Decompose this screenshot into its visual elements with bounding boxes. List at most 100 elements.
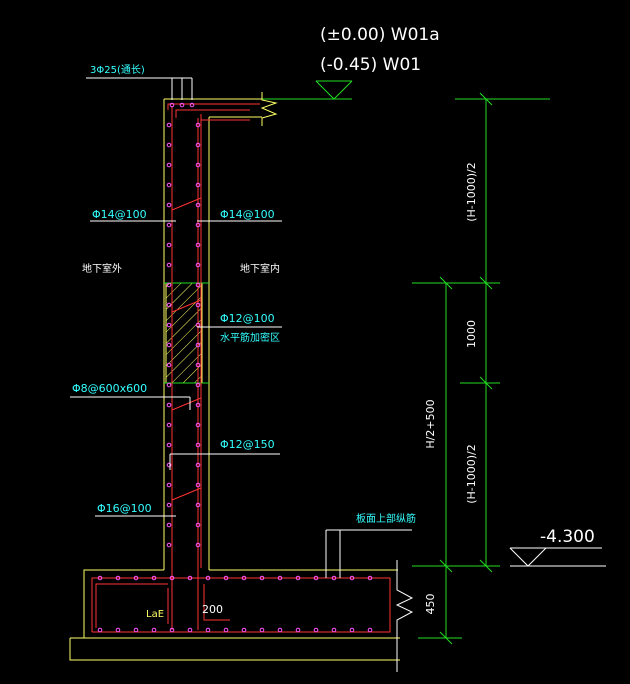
label-reinforce-zone: 水平筋加密区: [220, 331, 280, 344]
label-inner-mid: Φ12@100: [220, 312, 275, 325]
rebar-dot: [195, 222, 201, 228]
rebar-dot: [97, 575, 103, 581]
rebar-dot: [331, 575, 337, 581]
rebar-dot: [277, 627, 283, 633]
label-inner-upper: Φ14@100: [220, 208, 275, 221]
rebar-dot: [195, 342, 201, 348]
label-top-bars: 3Φ25(通长): [90, 64, 145, 76]
rebar-dot: [277, 575, 283, 581]
rebar-dot: [259, 627, 265, 633]
rebar-dot: [115, 575, 121, 581]
rebar-dot: [195, 442, 201, 448]
rebar-dot: [166, 442, 172, 448]
rebar-dot: [295, 575, 301, 581]
rebar-dot: [166, 162, 172, 168]
rebar-dot: [195, 402, 201, 408]
rebar-dot: [169, 627, 175, 633]
rebar-dot: [349, 575, 355, 581]
rebar-dot: [195, 462, 201, 468]
rebar-dot: [166, 282, 172, 288]
rebar-dot: [195, 362, 201, 368]
rebar-dot: [195, 242, 201, 248]
leader-lines: [70, 77, 412, 578]
rebar-dot: [166, 322, 172, 328]
label-outer-lower: Φ16@100: [97, 502, 152, 515]
rebar-dot: [195, 502, 201, 508]
rebar-dot: [151, 575, 157, 581]
dim-lower: (H-1000)/2: [465, 444, 478, 504]
concrete-outline: [69, 92, 400, 661]
rebar-dot: [115, 627, 121, 633]
rebar-dot: [187, 627, 193, 633]
reinforce-zone-hatch: [165, 282, 203, 384]
rebar-dot: [166, 462, 172, 468]
rebar-dot: [166, 362, 172, 368]
elevation-label-top-1: (±0.00) W01a: [320, 25, 440, 45]
dim-slab: 450: [424, 594, 437, 615]
rebar-dot: [313, 627, 319, 633]
rebar-dot: [205, 627, 211, 633]
label-tie-bars: Φ8@600x600: [72, 382, 147, 395]
rebar-dot: [195, 262, 201, 268]
rebar-dot: [223, 627, 229, 633]
rebar-dot: [166, 502, 172, 508]
rebar-dot: [331, 627, 337, 633]
elevation-label-bottom: -4.300: [540, 527, 595, 547]
rebar-dot: [195, 122, 201, 128]
rebar-dot: [195, 182, 201, 188]
rebar-dot: [349, 627, 355, 633]
rebar-dot: [195, 382, 201, 388]
rebar-dot: [169, 102, 175, 108]
label-outer-upper: Φ14@100: [92, 208, 147, 221]
rebar-dot: [223, 575, 229, 581]
rebar-dot: [166, 382, 172, 388]
label-slab-top-bars: 板面上部纵筋: [356, 512, 416, 525]
dimension-lines: [412, 92, 550, 645]
rebar-dot: [295, 627, 301, 633]
label-lae: LaE: [146, 609, 164, 620]
rebar-dot: [166, 142, 172, 148]
rebar-dot: [195, 202, 201, 208]
rebar-dot: [187, 575, 193, 581]
rebar-dot: [166, 402, 172, 408]
elevation-mark-bottom: [509, 547, 606, 567]
rebar-dot: [166, 202, 172, 208]
rebar-dot: [179, 102, 185, 108]
rebar-dot: [133, 627, 139, 633]
label-inner-lower: Φ12@150: [220, 438, 275, 451]
rebar-dot: [166, 542, 172, 548]
dim-middle: 1000: [465, 320, 478, 348]
rebar-dot: [166, 522, 172, 528]
rebar-dot: [166, 422, 172, 428]
slab-break-line: [395, 560, 414, 672]
rebar-dot: [195, 482, 201, 488]
dim-half: H/2+500: [424, 399, 437, 448]
rebar-dot: [241, 627, 247, 633]
rebar-dots: [97, 102, 373, 633]
rebar-dot: [166, 262, 172, 268]
elevation-mark-top: [200, 80, 353, 100]
rebar-dot: [195, 282, 201, 288]
rebar-dot: [133, 575, 139, 581]
rebar-dot: [195, 422, 201, 428]
rebar-dot: [367, 627, 373, 633]
rebar-dot: [205, 575, 211, 581]
label-outside: 地下室外: [82, 262, 122, 275]
rebar-dot: [195, 522, 201, 528]
rebar-dot: [166, 122, 172, 128]
rebar-dot: [166, 482, 172, 488]
dim-upper: (H-1000)/2: [465, 162, 478, 222]
rebar-dot: [151, 627, 157, 633]
rebar-dot: [195, 142, 201, 148]
rebar-dot: [195, 542, 201, 548]
rebar-dot: [97, 627, 103, 633]
rebar-dot: [169, 575, 175, 581]
rebar-dot: [189, 102, 195, 108]
rebar-dot: [241, 575, 247, 581]
rebar-dot: [367, 575, 373, 581]
rebar-dot: [166, 342, 172, 348]
elevation-label-top-2: (-0.45) W01: [320, 55, 421, 75]
rebar-lines: [91, 103, 391, 633]
rebar-dot: [166, 222, 172, 228]
rebar-dot: [166, 182, 172, 188]
